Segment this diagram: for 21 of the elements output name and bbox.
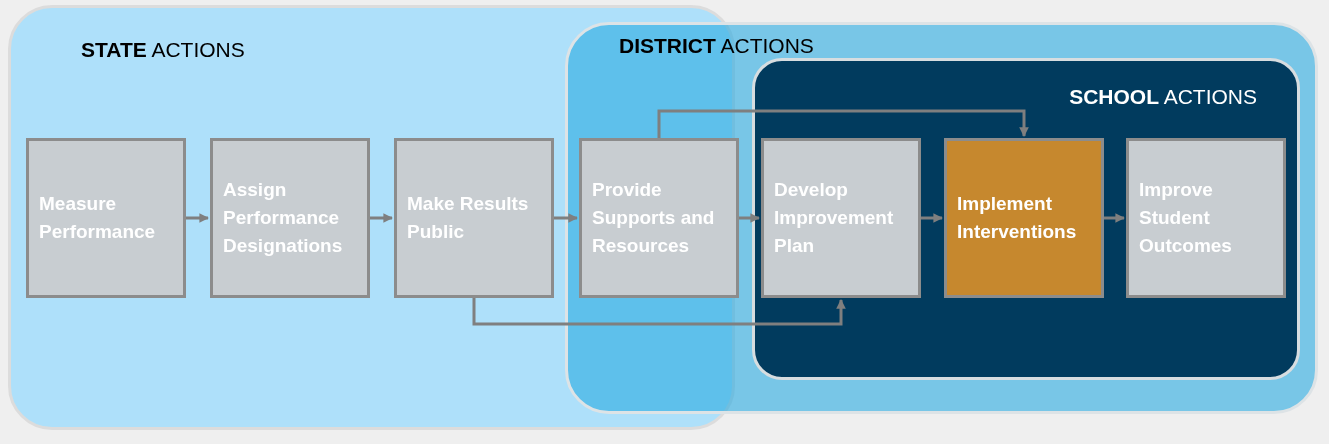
process-box (394, 138, 554, 298)
arrow (472, 298, 846, 326)
process-box (761, 138, 921, 298)
step-label: Implement Interventions (957, 192, 1078, 244)
arrow (921, 213, 943, 223)
process-box (579, 138, 739, 298)
region-heading: STATE ACTIONS (81, 38, 245, 62)
arrow (1104, 213, 1125, 223)
arrow (370, 213, 393, 223)
school-region (752, 58, 1300, 380)
district-region (565, 22, 1318, 414)
arrow (657, 109, 1029, 138)
arrow (739, 213, 760, 223)
process-box (26, 138, 186, 298)
region-heading: SCHOOL ACTIONS (1069, 85, 1257, 109)
process-box (210, 138, 370, 298)
arrow (554, 213, 578, 223)
process-box (944, 138, 1104, 298)
process-box (1126, 138, 1286, 298)
region-heading: DISTRICT ACTIONS (619, 34, 814, 58)
arrow (186, 213, 209, 223)
